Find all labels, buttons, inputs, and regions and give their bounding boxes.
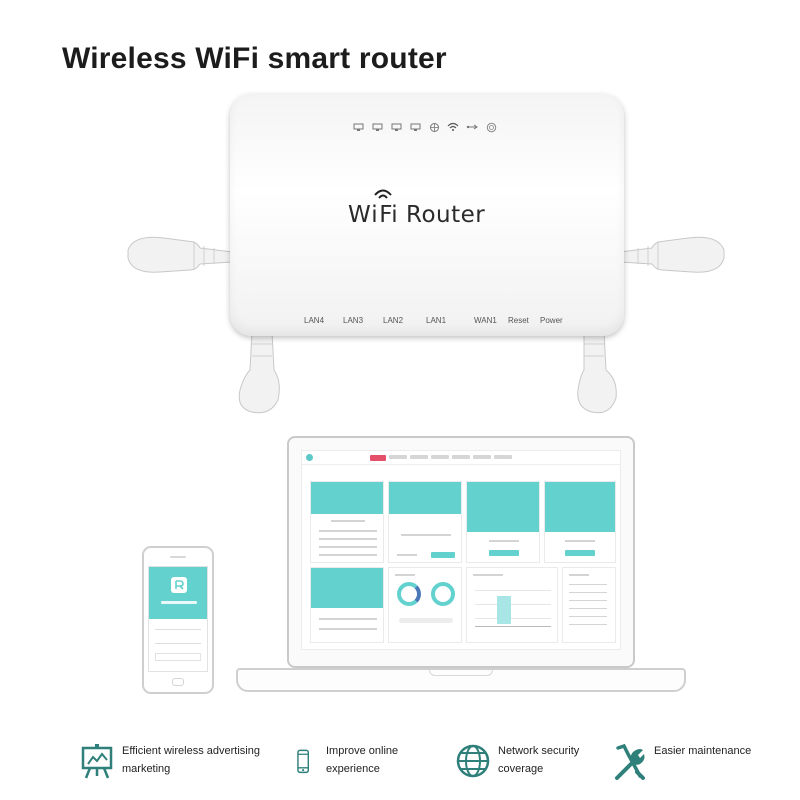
port-label-lan4: LAN4: [304, 316, 325, 325]
feature-line: Easier maintenance: [654, 745, 752, 757]
smartphone-mockup: [142, 546, 214, 694]
router-body: WiFi Router LAN4 LAN3 LAN2 LAN1 WAN1 Res…: [230, 94, 624, 336]
feature-text-maintenance: Easier maintenance: [654, 742, 751, 760]
dashboard-nav-item: [494, 454, 512, 459]
phone-home-button: [172, 678, 184, 686]
dashboard-topbar: [302, 451, 620, 465]
feature-maintenance: Easier maintenance: [612, 742, 751, 782]
billboard-icon: [81, 744, 113, 779]
phone-speaker: [170, 556, 186, 558]
router-brand-suffix: Fi Router: [379, 202, 486, 228]
dashboard-card-guest: [544, 481, 616, 563]
feature-line: Network security: [498, 745, 580, 757]
phone-app-header: [149, 567, 207, 619]
feature-advertising: Efficient wireless advertising marketing: [80, 742, 260, 782]
feature-line: experience: [326, 763, 380, 775]
dashboard-nav-item: [389, 454, 407, 459]
form-line: [155, 629, 201, 630]
wifi-led-icon: [447, 122, 459, 132]
traffic-bar: [497, 596, 511, 624]
feature-line: Improve online: [326, 745, 399, 757]
router-brand-i: i: [371, 202, 379, 228]
left-antenna-upper: [127, 236, 233, 273]
dashboard-card-network: [310, 481, 384, 563]
laptop-screen: [287, 436, 635, 668]
laptop-base: [236, 668, 686, 692]
feature-line: coverage: [498, 763, 544, 775]
smartphone-icon: [297, 749, 310, 774]
usb-led-icon: [466, 122, 478, 132]
left-antenna-lower: [238, 331, 280, 414]
port-label-reset: Reset: [508, 316, 529, 325]
right-antenna-upper: [619, 236, 725, 273]
app-subtitle-line: [161, 601, 197, 604]
dashboard-logo-icon: [306, 454, 313, 461]
phone-screen: [148, 566, 208, 672]
port-labels: LAN4 LAN3 LAN2 LAN1 WAN1 Reset Power: [230, 316, 624, 330]
globe-icon: [456, 744, 490, 778]
status-led-row: [352, 122, 497, 132]
dashboard-card-wifi: [466, 481, 540, 563]
power-led-icon: [485, 122, 497, 132]
feature-text-experience: Improve online experience: [326, 742, 398, 778]
dashboard-card-device: [310, 567, 384, 643]
router-brand-prefix: W: [348, 202, 372, 228]
globe-led-icon: [428, 122, 440, 132]
lan-led-icon: [409, 122, 421, 132]
port-label-lan1: LAN1: [426, 316, 447, 325]
feature-experience: Improve online experience: [296, 742, 398, 782]
lan-led-icon: [390, 122, 402, 132]
dashboard-nav-item: [410, 454, 428, 459]
feature-text-advertising: Efficient wireless advertising marketing: [122, 742, 260, 778]
lan-led-icon: [352, 122, 364, 132]
router-brand-label: WiFi Router: [348, 202, 485, 228]
wifi-signal-icon: [374, 189, 392, 199]
lan-led-icon: [371, 122, 383, 132]
feature-line: Efficient wireless advertising: [122, 745, 260, 757]
form-input: [155, 653, 201, 661]
dashboard-nav-item: [431, 454, 449, 459]
dashboard-nav: [370, 454, 512, 461]
port-label-wan1: WAN1: [474, 316, 497, 325]
laptop-notch: [429, 670, 493, 676]
dashboard-card-traffic-chart: [466, 567, 558, 643]
admin-dashboard-mockup: [301, 450, 621, 650]
dashboard-card-wan: [388, 481, 462, 563]
dashboard-card-usage: [388, 567, 462, 643]
feature-text-security: Network security coverage: [498, 742, 579, 778]
right-antenna-lower: [577, 331, 617, 414]
port-label-lan2: LAN2: [383, 316, 404, 325]
dashboard-nav-item: [473, 454, 491, 459]
dashboard-nav-item-active: [370, 454, 386, 461]
app-logo-icon: [171, 577, 187, 593]
form-line: [155, 643, 201, 644]
port-label-power: Power: [540, 316, 563, 325]
feature-line: marketing: [122, 763, 171, 775]
tools-icon: [615, 743, 645, 780]
port-label-lan3: LAN3: [343, 316, 364, 325]
dashboard-nav-item: [452, 454, 470, 459]
page-headline: Wireless WiFi smart router: [62, 42, 447, 75]
feature-security: Network security coverage: [456, 742, 579, 782]
dashboard-card-clients: [562, 567, 616, 643]
